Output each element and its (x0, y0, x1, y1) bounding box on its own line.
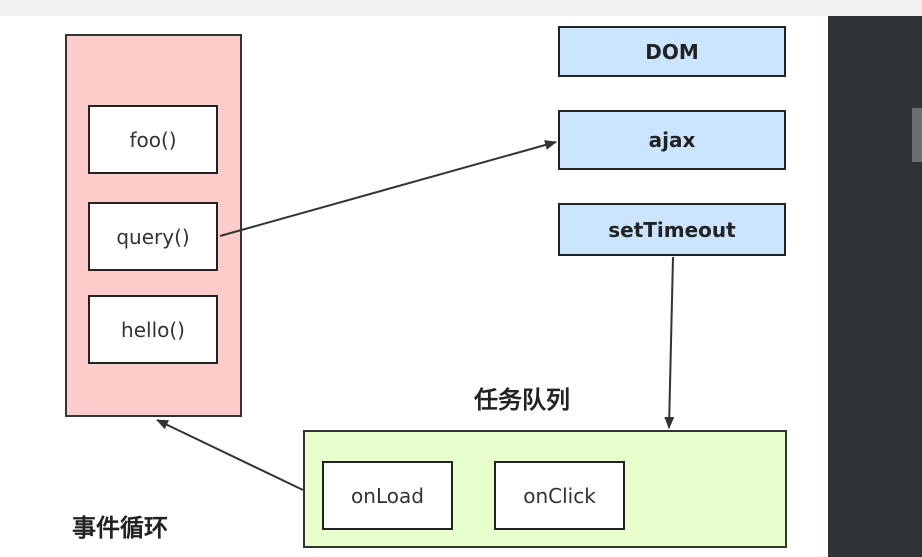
task-queue-item-onload: onLoad (322, 461, 453, 530)
arrow-queue-to-stack (156, 419, 304, 491)
event-loop-label: 事件循环 (72, 514, 168, 542)
scrollbar-thumb[interactable] (912, 108, 922, 162)
arrow-settimeout-to-queue (664, 256, 675, 429)
arrow-query-to-ajax (219, 140, 557, 237)
call-stack-item-query: query() (88, 202, 218, 271)
web-api-dom: DOM (558, 26, 786, 77)
side-panel (828, 16, 922, 557)
web-api-ajax: ajax (558, 110, 786, 170)
web-api-settimeout: setTimeout (558, 203, 786, 256)
task-queue-item-onclick: onClick (494, 461, 625, 530)
task-queue-title: 任务队列 (474, 386, 570, 414)
call-stack-item-hello: hello() (88, 295, 218, 364)
top-bar (0, 0, 922, 16)
call-stack-item-foo: foo() (88, 105, 218, 174)
